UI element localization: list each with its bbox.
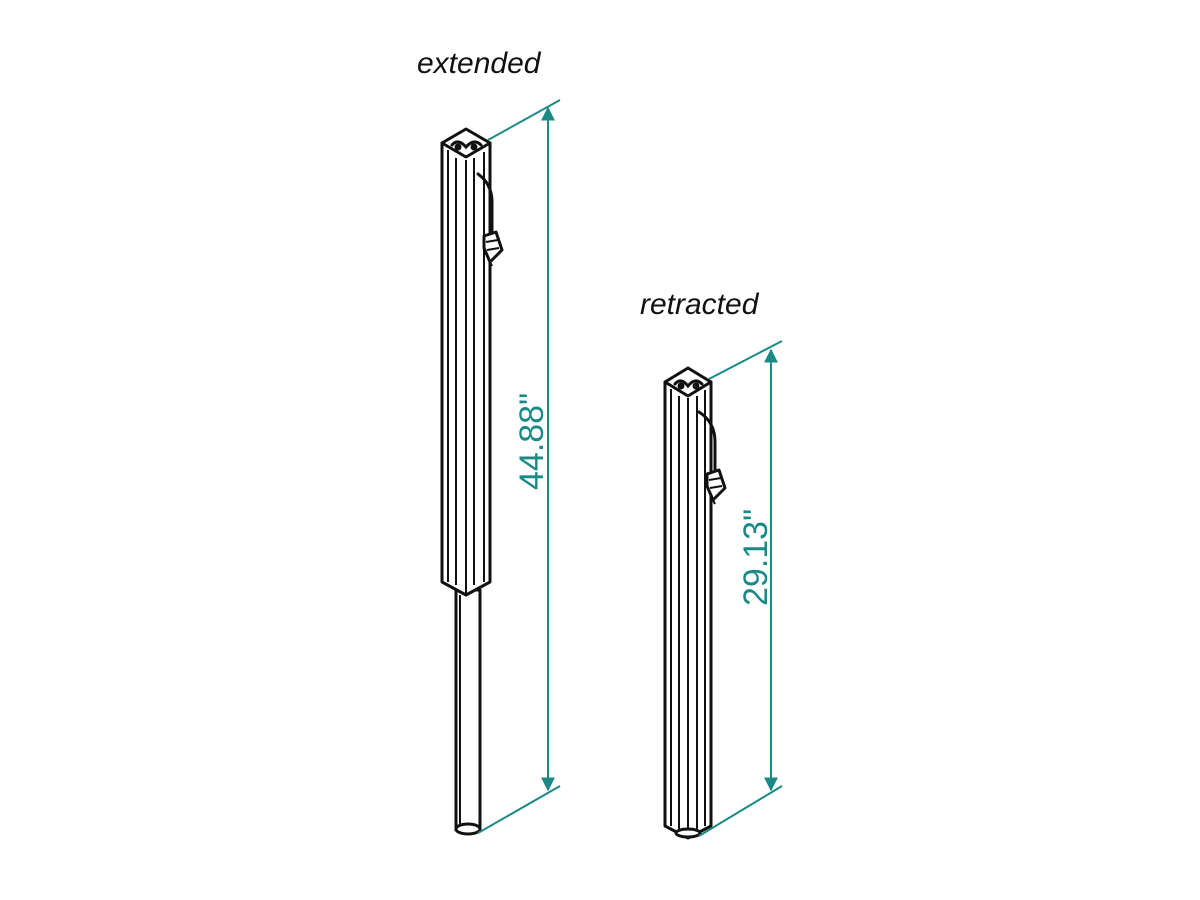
retracted-cable-connector	[697, 410, 727, 505]
extended-piston-rod	[454, 588, 482, 836]
extended-dimension-label: 44.88"	[513, 393, 551, 490]
retracted-actuator	[663, 366, 727, 840]
retracted-dimension-label: 29.13"	[737, 509, 775, 606]
retracted-label: retracted	[640, 288, 760, 321]
extended-housing	[440, 127, 492, 597]
extended-cable-connector	[476, 172, 504, 267]
extended-extension-line-bottom	[477, 785, 561, 834]
retracted-extension-line-bottom	[698, 785, 783, 837]
retracted-housing	[663, 366, 713, 840]
extended-actuator	[440, 127, 504, 836]
retracted-dimension: 29.13"	[698, 340, 783, 837]
extended-dimension: 44.88"	[477, 99, 561, 834]
extended-label: extended	[417, 47, 542, 80]
extended-extension-line-top	[487, 99, 561, 141]
retracted-extension-line-top	[708, 340, 783, 380]
